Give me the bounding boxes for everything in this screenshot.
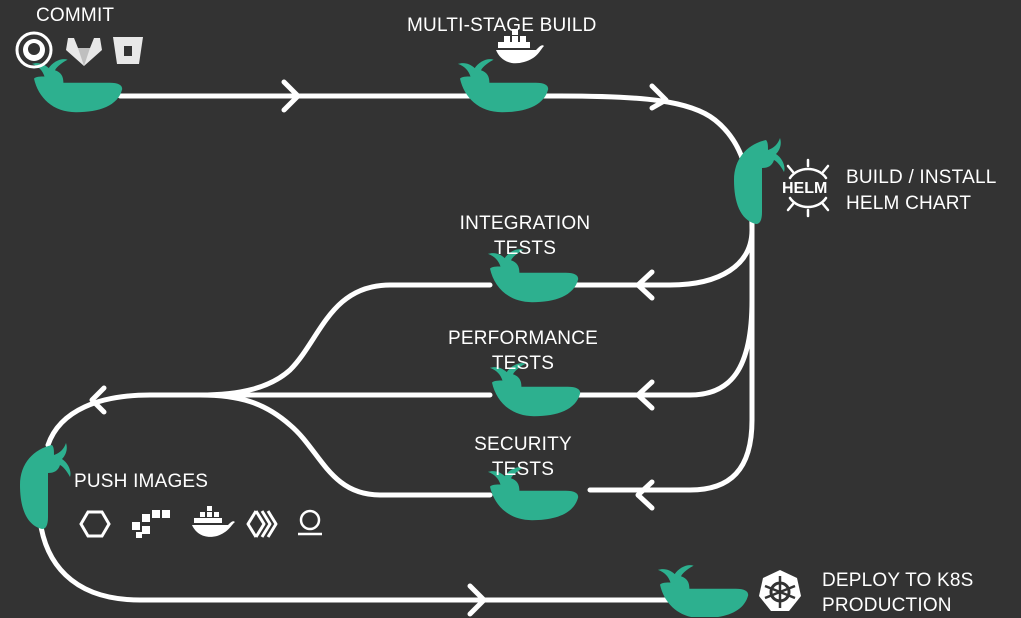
integration-label-line2: TESTS — [493, 238, 557, 259]
path-commit-to-helm — [117, 93, 755, 233]
helm-label-line1: BUILD / INSTALL — [846, 167, 997, 188]
path-security-merge — [197, 392, 493, 498]
path-helm-to-security — [587, 217, 755, 493]
build-label: MULTI-STAGE BUILD — [407, 15, 597, 36]
arrow-right-1 — [281, 79, 301, 113]
whale-helm — [734, 138, 785, 224]
deploy-label-line1: DEPLOY TO K8S — [822, 570, 974, 591]
path-integration-merge — [197, 282, 493, 398]
flow-paths — [37, 93, 755, 603]
docker-icon — [192, 506, 235, 537]
helm-label-line2: HELM CHART — [846, 193, 972, 214]
flow-arrows — [89, 79, 669, 617]
arrow-right-2 — [649, 83, 669, 111]
arrow-left-performance — [635, 379, 655, 411]
gitlab-icon — [66, 38, 102, 66]
docker-icon — [496, 29, 544, 64]
performance-label-line1: PERFORMANCE — [448, 328, 598, 349]
github-icon — [15, 31, 53, 69]
whale-deploy — [657, 565, 749, 617]
registry-o-icon — [298, 509, 322, 536]
helm-badge: HELM — [782, 180, 828, 197]
arrow-right-deploy — [467, 583, 487, 617]
path-helm-to-integration — [557, 227, 755, 288]
path-merge-to-push — [45, 392, 203, 448]
bitbucket-icon — [113, 37, 143, 64]
quay-icon — [246, 510, 278, 538]
whale-commit — [31, 59, 123, 113]
push-images-label: PUSH IMAGES — [74, 471, 209, 492]
whale-push — [20, 443, 71, 529]
security-label-line2: TESTS — [491, 459, 555, 480]
container-blocks-icon — [132, 510, 170, 538]
hexagon-registry-icon — [79, 510, 111, 538]
path-helm-to-performance — [557, 297, 755, 398]
deploy-label-line2: PRODUCTION — [822, 595, 952, 616]
performance-label-line2: TESTS — [491, 353, 555, 374]
whale-build — [457, 59, 549, 113]
kubernetes-icon — [759, 570, 801, 611]
arrow-left-integration — [635, 269, 655, 301]
integration-label-line1: INTEGRATION — [459, 213, 591, 234]
commit-label: COMMIT — [36, 5, 115, 26]
arrow-left-security — [635, 479, 655, 511]
security-label-line1: SECURITY — [474, 434, 572, 455]
path-push-to-deploy — [37, 517, 683, 603]
helm-wheel-icon — [786, 158, 830, 218]
arrow-left-merge — [89, 385, 107, 415]
